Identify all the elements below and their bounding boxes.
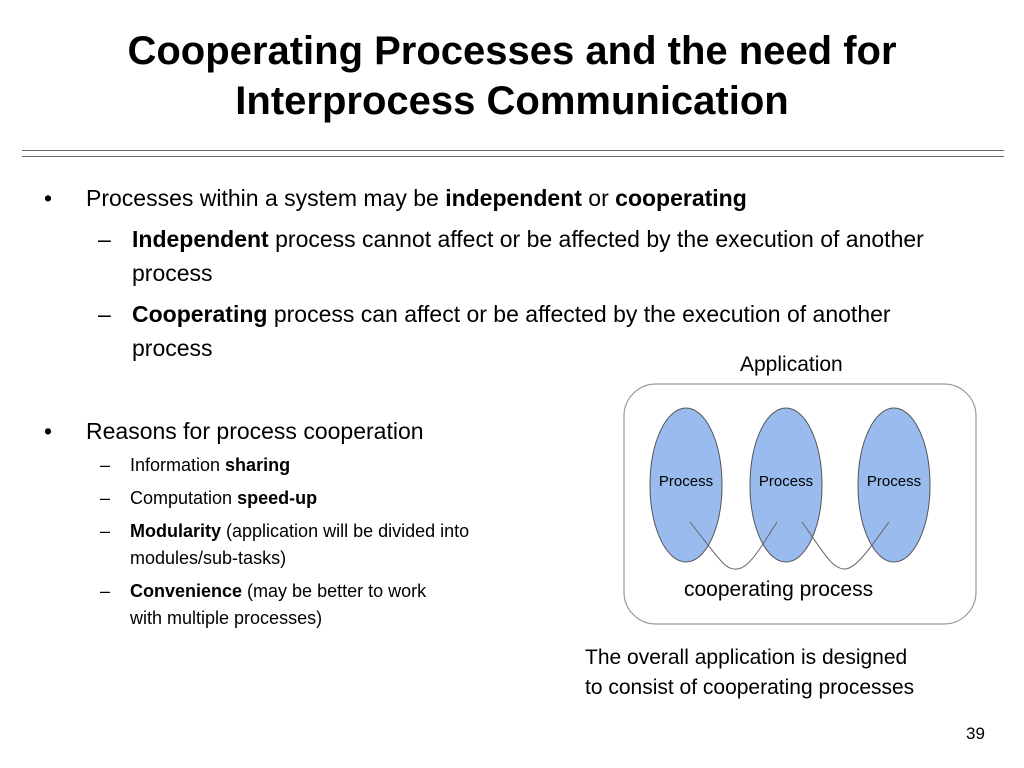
process-ellipse-2 (749, 407, 823, 563)
caption-line-2: to consist of cooperating processes (585, 676, 915, 699)
sub-bullet-marker: – (98, 301, 111, 327)
bullet-marker: • (44, 418, 53, 444)
application-label: Application (740, 353, 843, 376)
sub-bullet-marker: – (100, 488, 111, 508)
sub-bullet-marker: – (100, 455, 111, 475)
sub-bullet-marker: – (100, 521, 111, 541)
process-label-3: Process (867, 473, 921, 490)
bold-cooperating-term: Cooperating (132, 301, 268, 327)
sub-bullet-text: process can affect or be affected by the… (132, 301, 891, 361)
bold-modularity: Modularity (130, 521, 222, 541)
cooperating-process-label: cooperating process (684, 578, 874, 601)
title-line-2: Interprocess Communication (235, 79, 789, 123)
bold-speedup: speed-up (237, 488, 318, 508)
page-number: 39 (966, 724, 985, 743)
bullet-marker: • (44, 185, 53, 211)
bullet-text-or: or (581, 185, 616, 211)
title-divider-top (22, 150, 1004, 151)
bold-convenience: Convenience (130, 581, 243, 601)
sub-bullet-marker: – (98, 226, 111, 252)
diagram-caption: The overall application is designed to c… (585, 643, 914, 703)
process-label-1: Process (659, 473, 713, 490)
title-divider-bottom (22, 156, 1004, 157)
caption-line-1: The overall application is designed (585, 646, 908, 669)
sub-bullet-text: (may be better to work with multiple pro… (130, 581, 427, 628)
process-ellipse-3 (857, 407, 931, 563)
sub-bullet-text: Computation (130, 488, 238, 508)
process-ellipse-1 (649, 407, 723, 563)
title-line-1: Cooperating Processes and the need for (127, 29, 897, 73)
cooperation-link-1-2 (689, 521, 778, 570)
bullet-text: Processes within a system may be (86, 185, 446, 211)
process-label-2: Process (759, 473, 813, 490)
application-box (623, 383, 977, 625)
bullet-text: Reasons for process cooperation (86, 418, 424, 444)
bold-independent-term: Independent (132, 226, 269, 252)
cooperation-link-2-3 (801, 521, 890, 570)
slide-title: Cooperating Processes and the need for I… (0, 26, 1024, 126)
sub-bullet-text: (application will be divided into module… (130, 521, 470, 568)
bold-sharing: sharing (225, 455, 291, 475)
sub-bullet-text: process cannot affect or be affected by … (132, 226, 924, 286)
sub-bullet-marker: – (100, 581, 111, 601)
bold-independent: independent (445, 185, 582, 211)
bold-cooperating: cooperating (615, 185, 747, 211)
sub-bullet-text: Information (130, 455, 226, 475)
